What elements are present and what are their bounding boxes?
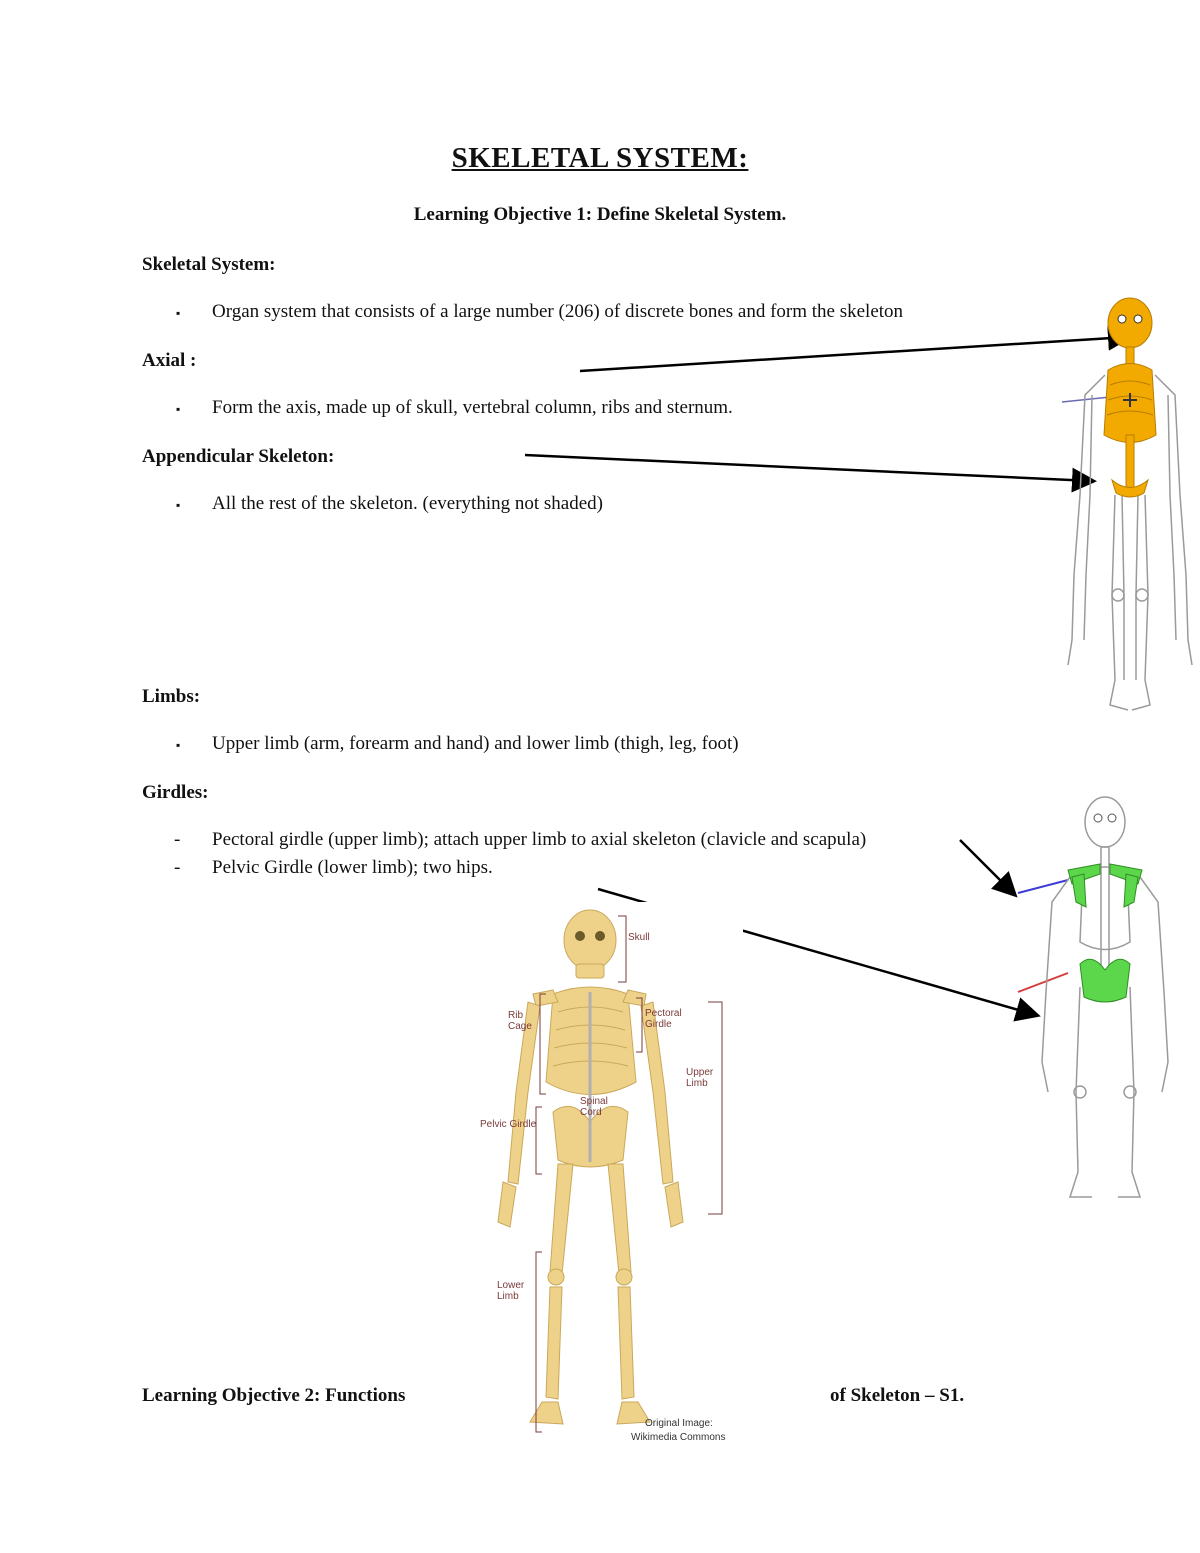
dash-text: Pectoral girdle (upper limb); attach upp…: [212, 829, 867, 850]
labeled-skeleton-figure: [458, 902, 743, 1447]
dash-text: Pelvic Girdle (lower limb); two hips.: [212, 857, 493, 878]
dash-marker: -: [174, 857, 181, 878]
girdle-skeleton-figure: [1041, 796, 1169, 1198]
heading-limbs: Limbs:: [142, 686, 201, 707]
bullet-marker: ▪: [176, 738, 181, 752]
dash-item-pelvic: - Pelvic Girdle (lower limb); two hips.: [174, 857, 493, 879]
axial-skeleton-figure: [1067, 297, 1193, 711]
label-spinal-cord: Spinal Cord: [580, 1096, 608, 1118]
arrow-appendicular: [524, 453, 1097, 493]
learning-objective-2-left: Learning Objective 2: Functions: [142, 1385, 406, 1406]
bullet-skeletal-system: ▪ Organ system that consists of a large …: [176, 301, 903, 323]
dash-marker: -: [174, 829, 181, 850]
bullet-marker: ▪: [176, 498, 181, 512]
bullet-text: Form the axis, made up of skull, vertebr…: [212, 397, 733, 418]
label-skull: Skull: [628, 932, 650, 943]
bullet-text: All the rest of the skeleton. (everythin…: [212, 493, 603, 514]
label-rib-cage: Rib Cage: [508, 1010, 532, 1032]
arrow-pectoral: [959, 839, 1018, 898]
bullet-text: Organ system that consists of a large nu…: [212, 301, 904, 322]
label-pectoral-girdle: Pectoral Girdle: [645, 1008, 682, 1030]
figure-credit-line1: Original Image:: [645, 1418, 713, 1429]
arrow-axial: [579, 325, 1133, 373]
page-title: SKELETAL SYSTEM:: [451, 142, 749, 174]
bullet-marker: ▪: [176, 402, 181, 416]
heading-axial: Axial :: [142, 350, 197, 371]
bullet-axial: ▪ Form the axis, made up of skull, verte…: [176, 397, 733, 419]
learning-objective-2-right: of Skeleton – S1.: [830, 1385, 965, 1406]
heading-skeletal-system: Skeletal System:: [142, 254, 276, 275]
learning-objective-1: Learning Objective 1: Define Skeletal Sy…: [413, 204, 787, 225]
label-lower-limb: Lower Limb: [497, 1280, 525, 1302]
pointer-red-pelvis: [1017, 972, 1069, 993]
dash-item-pectoral: - Pectoral girdle (upper limb); attach u…: [174, 829, 866, 851]
figure-credit-line2: Wikimedia Commons: [631, 1432, 726, 1443]
pointer-blue-girdle: [1017, 879, 1069, 894]
label-upper-limb: Upper Limb: [686, 1067, 714, 1089]
bullet-marker: ▪: [176, 306, 181, 320]
label-pelvic-girdle: Pelvic Girdle: [480, 1119, 537, 1130]
bullet-text: Upper limb (arm, forearm and hand) and l…: [212, 733, 739, 754]
heading-girdles: Girdles:: [142, 782, 209, 803]
heading-appendicular: Appendicular Skeleton:: [142, 446, 335, 467]
bullet-appendicular: ▪ All the rest of the skeleton. (everyth…: [176, 493, 603, 515]
bullet-limbs: ▪ Upper limb (arm, forearm and hand) and…: [176, 733, 739, 755]
